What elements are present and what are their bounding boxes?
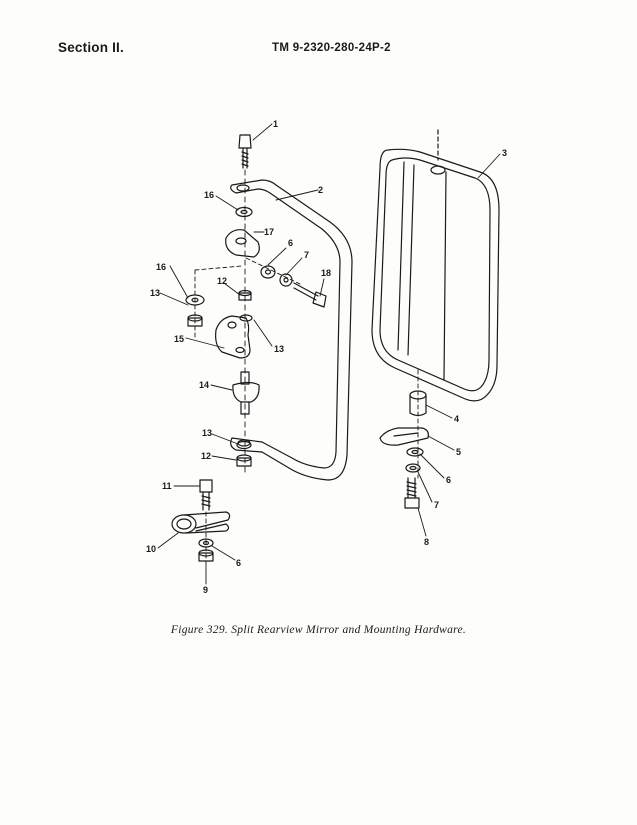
callout-12-lower: 12 bbox=[201, 451, 211, 461]
callout-3: 3 bbox=[502, 148, 507, 158]
figure-caption: Figure 329. Split Rearview Mirror and Mo… bbox=[170, 624, 467, 636]
callout-9: 9 bbox=[203, 585, 208, 595]
callout-14: 14 bbox=[199, 380, 209, 390]
callout-2: 2 bbox=[318, 185, 323, 195]
bracket-part-17 bbox=[225, 229, 260, 258]
mirror-head-part-3 bbox=[371, 129, 500, 402]
clamp-part-10 bbox=[171, 511, 231, 534]
section-label: Section II. bbox=[58, 40, 124, 55]
isolator-part-14 bbox=[232, 371, 260, 415]
callout-6-right: 6 bbox=[446, 475, 451, 485]
callout-13-middle: 13 bbox=[274, 344, 284, 354]
callout-8: 8 bbox=[424, 537, 429, 547]
callout-13-lower: 13 bbox=[202, 428, 212, 438]
callout-16-upper: 16 bbox=[204, 190, 214, 200]
callout-10: 10 bbox=[146, 544, 156, 554]
callout-16-lower: 16 bbox=[156, 262, 166, 272]
manual-number: TM 9-2320-280-24P-2 bbox=[272, 42, 391, 54]
screw-part-18 bbox=[293, 282, 327, 308]
callout-11: 11 bbox=[162, 481, 172, 491]
callout-6-bottom: 6 bbox=[236, 558, 241, 568]
bracket-part-15 bbox=[215, 315, 251, 359]
bolt-part-11 bbox=[199, 479, 213, 511]
bolt-part-1 bbox=[238, 134, 252, 169]
callout-18: 18 bbox=[321, 268, 331, 278]
callout-13-left: 13 bbox=[150, 288, 160, 298]
callout-5: 5 bbox=[456, 447, 461, 457]
callout-7-upper: 7 bbox=[304, 250, 309, 260]
callout-4: 4 bbox=[454, 414, 459, 424]
callout-15: 15 bbox=[174, 334, 184, 344]
callout-6-upper: 6 bbox=[288, 238, 293, 248]
bracket-part-5 bbox=[379, 427, 429, 446]
callout-12-upper: 12 bbox=[217, 276, 227, 286]
callout-7-right: 7 bbox=[434, 500, 439, 510]
callout-17: 17 bbox=[264, 227, 274, 237]
callout-1: 1 bbox=[273, 119, 278, 129]
bolt-part-8 bbox=[404, 477, 420, 509]
